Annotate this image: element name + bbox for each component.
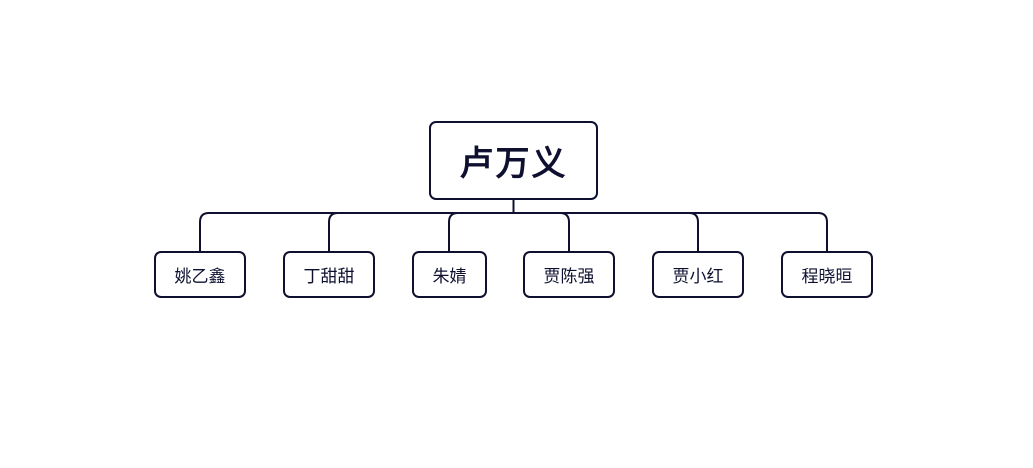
connector-child-4 xyxy=(559,212,570,251)
connector-child-1 xyxy=(199,212,210,251)
connector-child-2 xyxy=(328,212,339,251)
child-node-label: 贾陈强 xyxy=(543,267,595,287)
root-node-label: 卢万义 xyxy=(459,144,568,184)
root-node[interactable]: 卢万义 xyxy=(429,121,598,200)
child-node-label: 贾小红 xyxy=(672,267,724,287)
child-node-label: 姚乙鑫 xyxy=(174,267,226,287)
child-node-1[interactable]: 姚乙鑫 xyxy=(154,251,246,298)
child-node-label: 丁甜甜 xyxy=(303,267,355,287)
child-node-6[interactable]: 程晓晅 xyxy=(781,251,873,298)
child-node-3[interactable]: 朱婧 xyxy=(412,251,487,298)
connector-child-6 xyxy=(817,212,828,251)
child-node-4[interactable]: 贾陈强 xyxy=(523,251,615,298)
child-node-label: 朱婧 xyxy=(432,267,467,287)
connector-child-5 xyxy=(688,212,699,251)
connector-child-3 xyxy=(448,212,459,251)
child-node-5[interactable]: 贾小红 xyxy=(652,251,744,298)
child-node-label: 程晓晅 xyxy=(801,267,853,287)
child-node-2[interactable]: 丁甜甜 xyxy=(283,251,375,298)
